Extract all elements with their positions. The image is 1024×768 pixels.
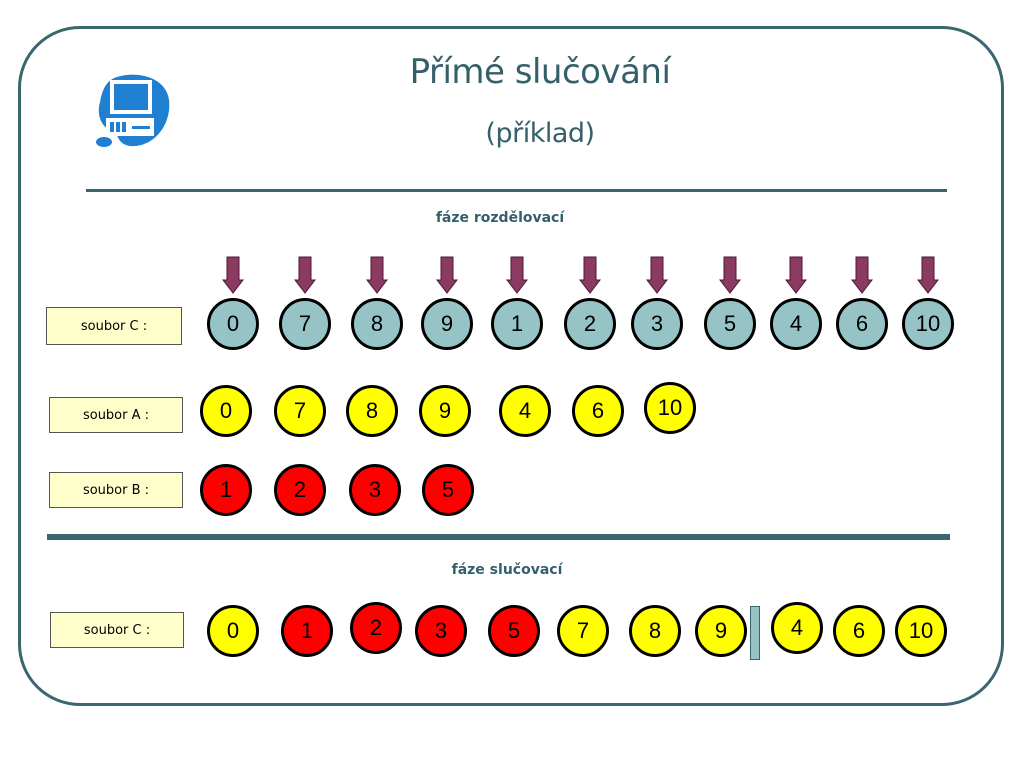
down-arrow-icon: [917, 256, 939, 294]
page-subtitle: (příklad): [485, 118, 595, 149]
merged-file-c-record: 1: [281, 605, 333, 657]
file-c-record: 1: [491, 298, 543, 350]
file-b-record: 5: [422, 464, 474, 516]
down-arrow-icon: [222, 256, 244, 294]
down-arrow-icon: [851, 256, 873, 294]
file-c-label: soubor C :: [46, 307, 182, 345]
merged-file-c-record: 10: [895, 605, 947, 657]
file-a-label: soubor A :: [49, 397, 183, 433]
down-arrow-icon: [785, 256, 807, 294]
phase-merge-heading: fáze slučovací: [451, 562, 563, 578]
down-arrow-icon: [436, 256, 458, 294]
file-c-record: 9: [421, 298, 473, 350]
computer-icon: [96, 74, 170, 147]
file-a-record: 7: [274, 385, 326, 437]
down-arrow-icon: [579, 256, 601, 294]
file-b-label: soubor B :: [49, 472, 183, 508]
merged-file-c-record: 7: [557, 605, 609, 657]
down-arrow-icon: [366, 256, 388, 294]
merged-file-c-record: 0: [207, 605, 259, 657]
file-b-record: 2: [274, 464, 326, 516]
file-c-record: 0: [207, 298, 259, 350]
file-b-record: 1: [200, 464, 252, 516]
file-c-record: 2: [564, 298, 616, 350]
merged-file-c-record: 8: [629, 605, 681, 657]
merged-file-c-label: soubor C :: [50, 612, 184, 648]
merged-file-c-record: 5: [488, 605, 540, 657]
merged-file-c-record: 3: [415, 605, 467, 657]
phase-split-heading: fáze rozdělovací: [435, 210, 565, 226]
title-divider: [86, 189, 947, 192]
file-c-record: 8: [351, 298, 403, 350]
file-a-record: 8: [346, 385, 398, 437]
file-a-record: 4: [499, 385, 551, 437]
down-arrow-icon: [294, 256, 316, 294]
file-c-record: 6: [836, 298, 888, 350]
phase-divider: [47, 534, 950, 540]
file-c-record: 3: [631, 298, 683, 350]
file-a-record: 9: [419, 385, 471, 437]
file-c-record: 10: [902, 298, 954, 350]
merged-file-c-record: 2: [350, 602, 402, 654]
down-arrow-icon: [719, 256, 741, 294]
run-separator: [750, 606, 760, 660]
file-b-record: 3: [349, 464, 401, 516]
file-c-record: 4: [770, 298, 822, 350]
slide-frame: [18, 26, 1004, 706]
file-c-record: 7: [279, 298, 331, 350]
down-arrow-icon: [506, 256, 528, 294]
file-a-record: 6: [572, 385, 624, 437]
down-arrow-icon: [646, 256, 668, 294]
merged-file-c-record: 4: [771, 602, 823, 654]
page-title: Přímé slučování: [409, 52, 671, 92]
merged-file-c-record: 9: [695, 605, 747, 657]
merged-file-c-record: 6: [833, 605, 885, 657]
file-a-record: 0: [200, 385, 252, 437]
file-a-record: 10: [644, 382, 696, 434]
file-c-record: 5: [704, 298, 756, 350]
